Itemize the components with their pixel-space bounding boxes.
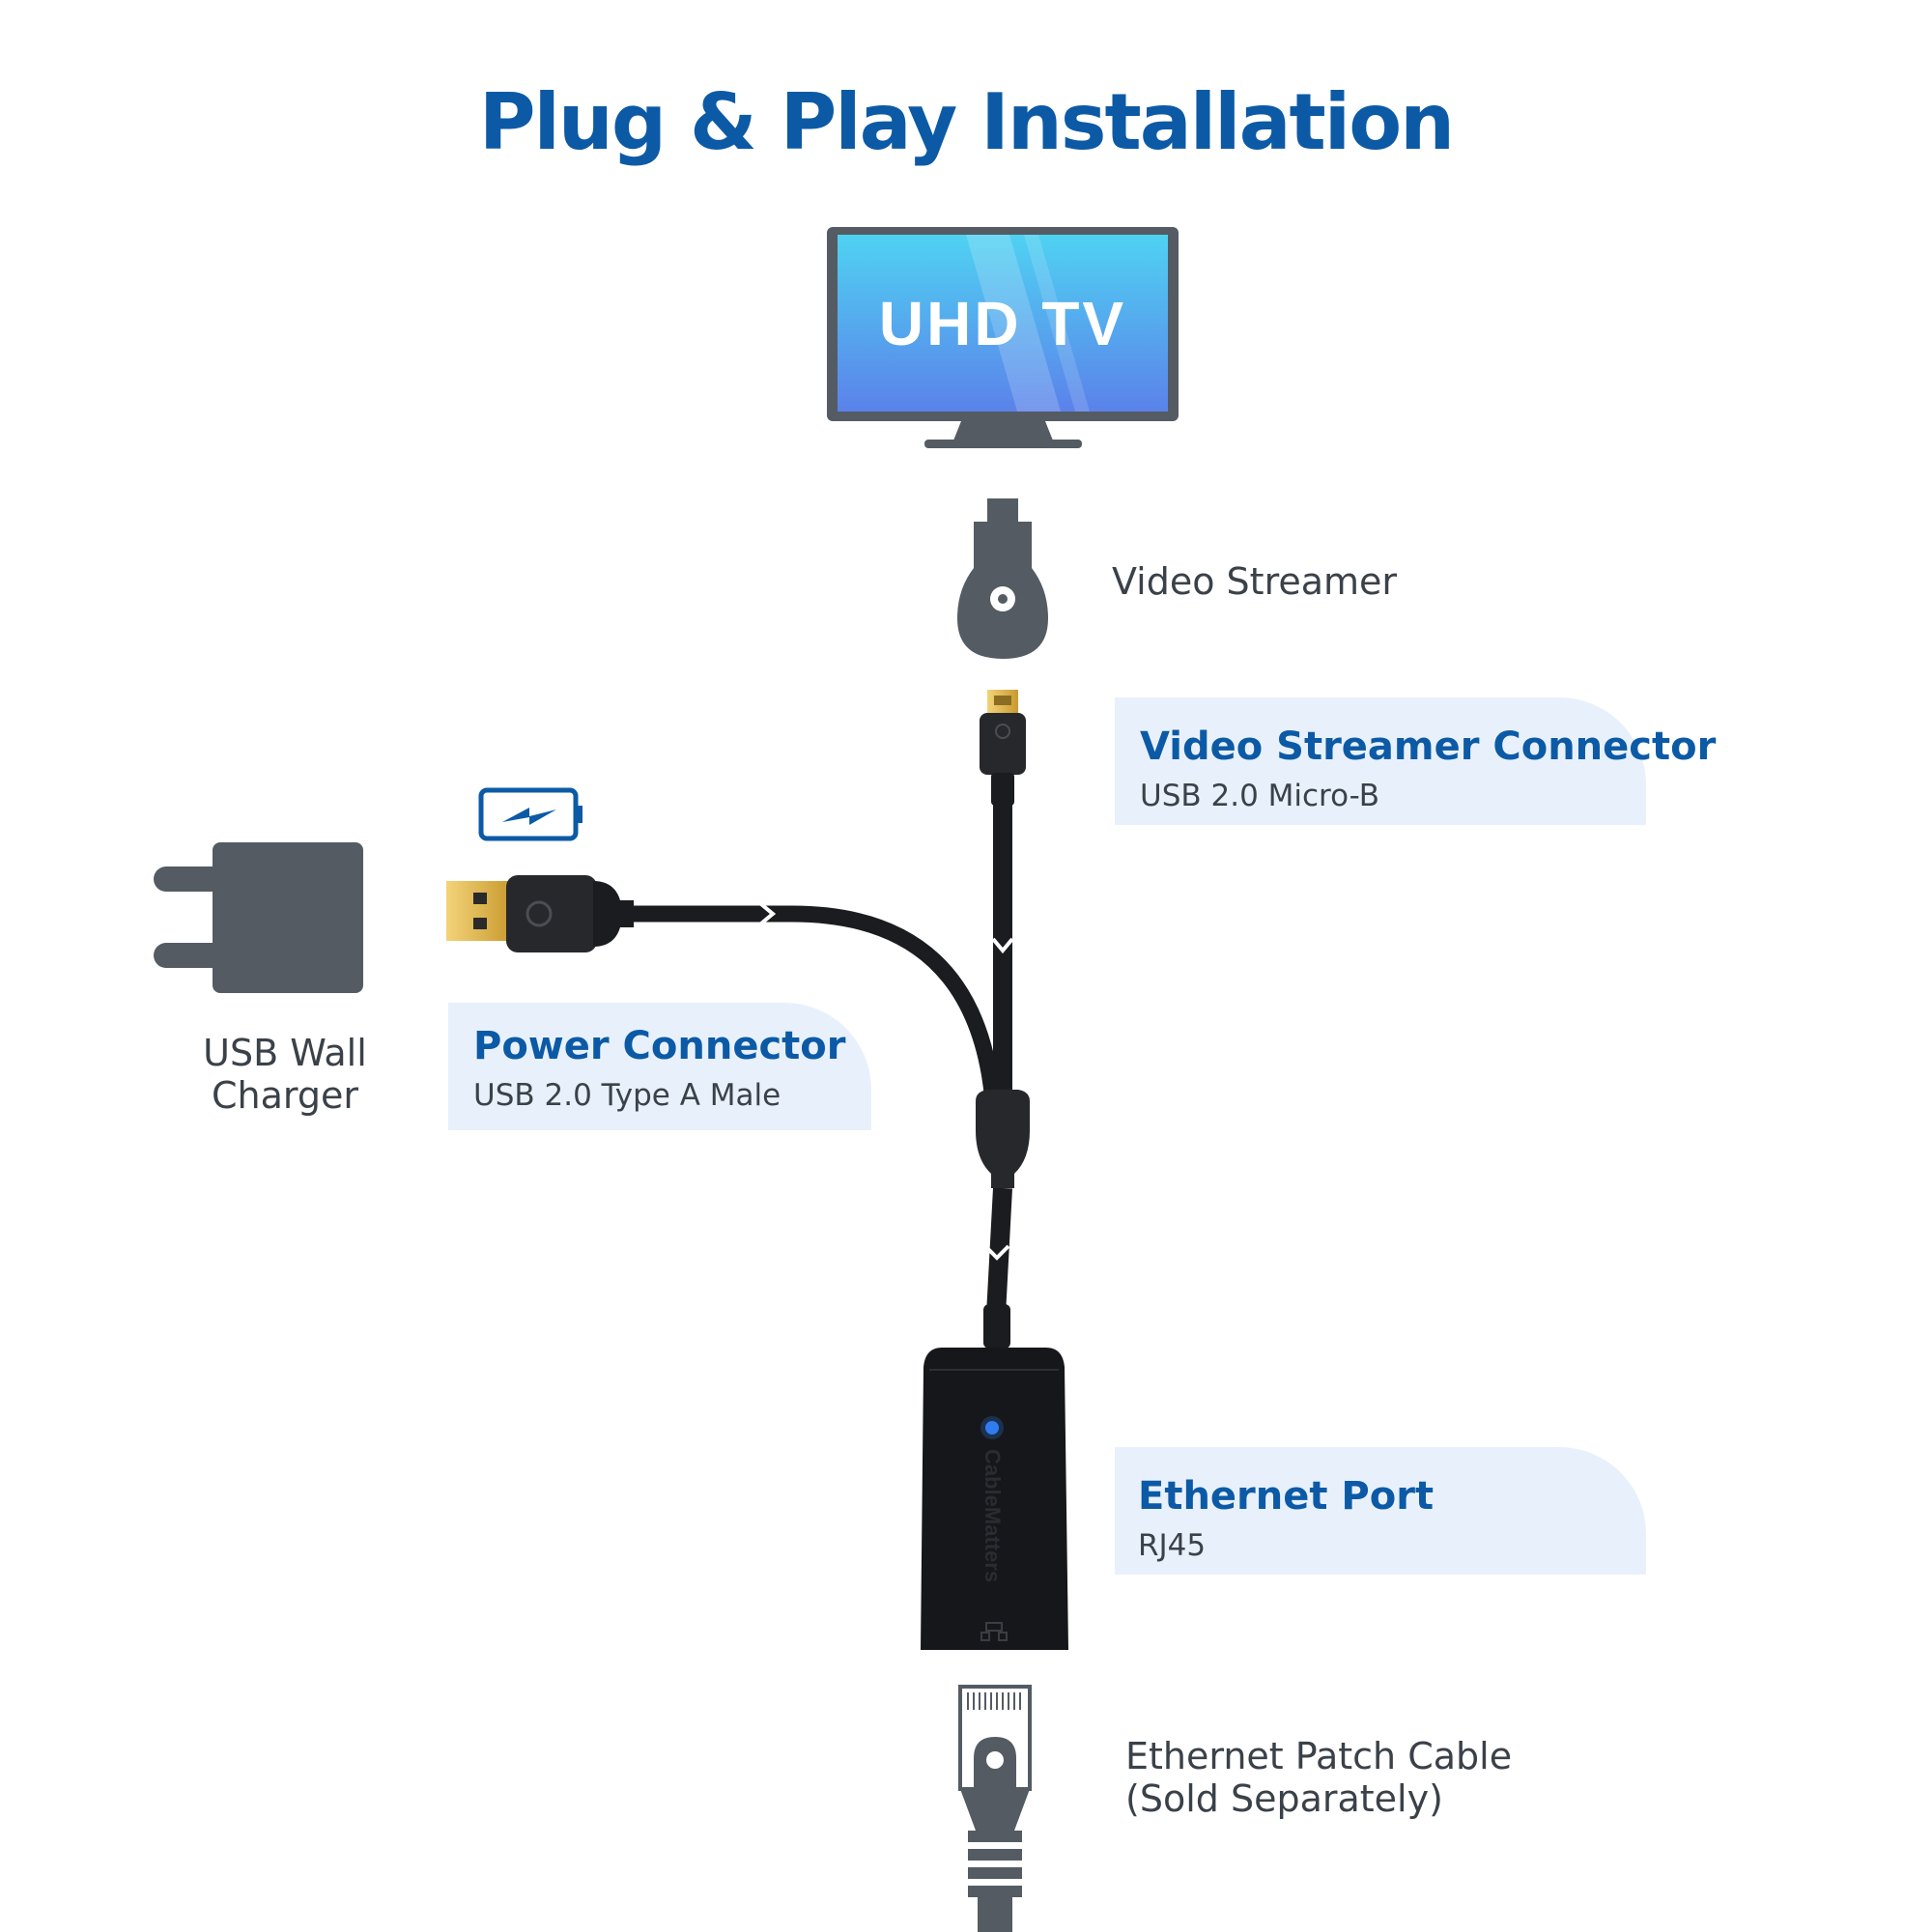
- adapter-brand-text: CableMatters: [980, 1449, 1005, 1582]
- micro-b-connector-icon: [980, 690, 1026, 806]
- tv-screen-text: UHD TV: [879, 289, 1126, 358]
- usb-a-connector-icon: [446, 875, 634, 952]
- video-streamer-icon: [957, 498, 1048, 659]
- video-streamer-connector-panel: Video Streamer Connector USB 2.0 Micro-B: [1115, 697, 1716, 825]
- ethernet-port-sub: RJ45: [1138, 1528, 1207, 1563]
- ethernet-port-icon: [980, 1622, 1008, 1641]
- power-connector-panel: Power Connector USB 2.0 Type A Male: [448, 1003, 871, 1130]
- video-streamer-label: Video Streamer: [1112, 560, 1397, 603]
- wall-charger-label-line1: USB Wall: [203, 1032, 367, 1074]
- patch-cable-label: Ethernet Patch Cable (Sold Separately): [1125, 1735, 1512, 1820]
- video-streamer-connector-sub: USB 2.0 Micro-B: [1140, 779, 1379, 813]
- page-title: Plug & Play Installation: [478, 77, 1455, 167]
- power-connector-heading: Power Connector: [473, 1024, 846, 1068]
- power-connector-sub: USB 2.0 Type A Male: [473, 1078, 781, 1113]
- cable-assembly: [628, 802, 1030, 1349]
- ethernet-plug-icon: [958, 1685, 1032, 1932]
- video-streamer-label-text: Video Streamer: [1112, 560, 1398, 603]
- wall-charger-label-line2: Charger: [212, 1074, 358, 1117]
- ethernet-port-heading: Ethernet Port: [1138, 1474, 1435, 1519]
- video-streamer-connector-heading: Video Streamer Connector: [1140, 724, 1717, 769]
- patch-cable-label-line1: Ethernet Patch Cable: [1125, 1735, 1513, 1777]
- ethernet-port-panel: Ethernet Port RJ45: [1115, 1447, 1646, 1575]
- ethernet-adapter-icon: CableMatters: [921, 1348, 1068, 1650]
- charging-battery-icon: [478, 787, 582, 841]
- tv-icon: UHD TV: [827, 227, 1179, 448]
- wall-charger-icon: [154, 842, 363, 993]
- wall-charger-label: USB Wall Charger: [184, 1032, 386, 1117]
- patch-cable-label-line2: (Sold Separately): [1125, 1777, 1443, 1820]
